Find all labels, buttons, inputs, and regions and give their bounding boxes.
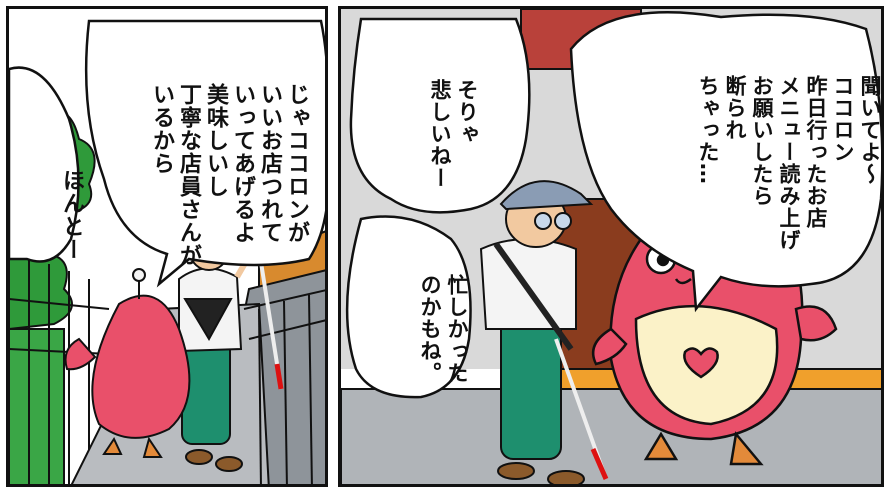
left-speech-main: じゃココロンが いいお店つれて いってあげるよ 美味しいし 丁寧な店員さんが い… bbox=[121, 31, 325, 267]
speech-line: 美味しいし bbox=[203, 82, 228, 198]
panel-left: じゃココロンが いいお店つれて いってあげるよ 美味しいし 丁寧な店員さんが い… bbox=[6, 6, 328, 487]
speech-line: じゃココロンが bbox=[284, 82, 309, 244]
speech-line: 昨日行ったお店 bbox=[804, 74, 828, 229]
speech-line: お願いしたら bbox=[750, 74, 774, 207]
speech-line: いいお店つれて bbox=[257, 82, 282, 244]
panel-right: 聞いてよ〜 ココロン 昨日行ったお店 メニュー読み上げ お願いしたら 断られ ち… bbox=[338, 6, 884, 487]
speech-line: そりゃ bbox=[455, 78, 479, 145]
speech-line: ちゃった… bbox=[696, 74, 720, 185]
speech-line: 聞いてよ〜 bbox=[858, 74, 882, 185]
left-speech-reply: ほんとー bbox=[31, 117, 112, 261]
speech-line: メニュー読み上げ bbox=[777, 74, 801, 251]
right-speech-reply: そりゃ 悲しいねー bbox=[399, 29, 507, 199]
speech-line: ココロン bbox=[831, 74, 855, 163]
speech-line: いってあげるよ bbox=[230, 82, 255, 244]
speech-line: 丁寧な店員さんが bbox=[176, 82, 201, 267]
speech-line: 忙しかった bbox=[445, 273, 469, 384]
right-scene-illustration bbox=[341, 9, 881, 484]
speech-line: 悲しいねー bbox=[428, 78, 452, 189]
speech-line: いるから bbox=[149, 82, 174, 175]
speech-line: のかもね。 bbox=[418, 273, 442, 384]
right-speech-main: 聞いてよ〜 ココロン 昨日行ったお店 メニュー読み上げ お願いしたら 断られ ち… bbox=[667, 25, 882, 265]
right-speech-extra: 忙しかった のかもね。 bbox=[389, 224, 497, 394]
speech-line: 断られ bbox=[723, 74, 747, 141]
left-scene-illustration bbox=[9, 19, 325, 484]
speech-line: ほんとー bbox=[59, 168, 84, 261]
